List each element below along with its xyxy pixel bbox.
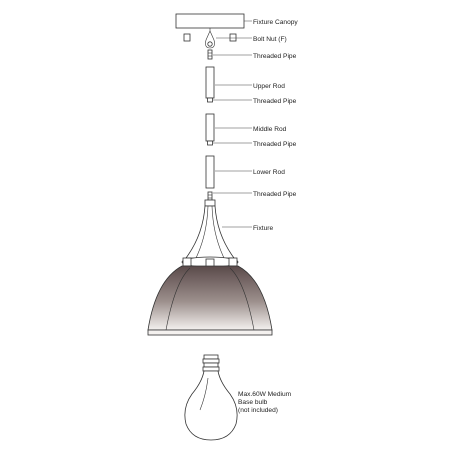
- label-fixture-canopy: Fixture Canopy: [253, 19, 298, 26]
- threaded-pipe-1: [207, 49, 213, 60]
- label-threaded-pipe-4: Threaded Pipe: [253, 191, 297, 198]
- label-bulb-line-1: Max.60W Medium: [238, 391, 292, 398]
- label-threaded-pipe-3: Threaded Pipe: [253, 141, 297, 148]
- lower-rod: [205, 155, 215, 189]
- label-fixture: Fixture: [253, 225, 273, 232]
- hook-loop: [205, 30, 215, 49]
- upper-rod: [205, 66, 215, 103]
- label-bulb-line-3: (not included): [238, 407, 278, 414]
- threaded-pipe-4: [207, 191, 213, 201]
- fixture-body: [181, 199, 239, 268]
- label-middle-rod: Middle Rod: [253, 126, 287, 133]
- fixture-canopy: [175, 13, 245, 31]
- label-threaded-pipe-1: Threaded Pipe: [253, 53, 297, 60]
- light-bulb: [184, 354, 238, 441]
- middle-rod: [205, 113, 215, 146]
- label-bolt-nut: Bolt Nut (F): [253, 36, 287, 43]
- lamp-shade: [147, 265, 273, 336]
- label-lower-rod: Lower Rod: [253, 169, 285, 176]
- label-threaded-pipe-2: Threaded Pipe: [253, 98, 297, 105]
- label-upper-rod: Upper Rod: [253, 83, 285, 90]
- bolt-nuts: [183, 33, 237, 42]
- leader-lines: [213, 20, 252, 228]
- label-bulb-line-2: Base bulb: [238, 399, 268, 406]
